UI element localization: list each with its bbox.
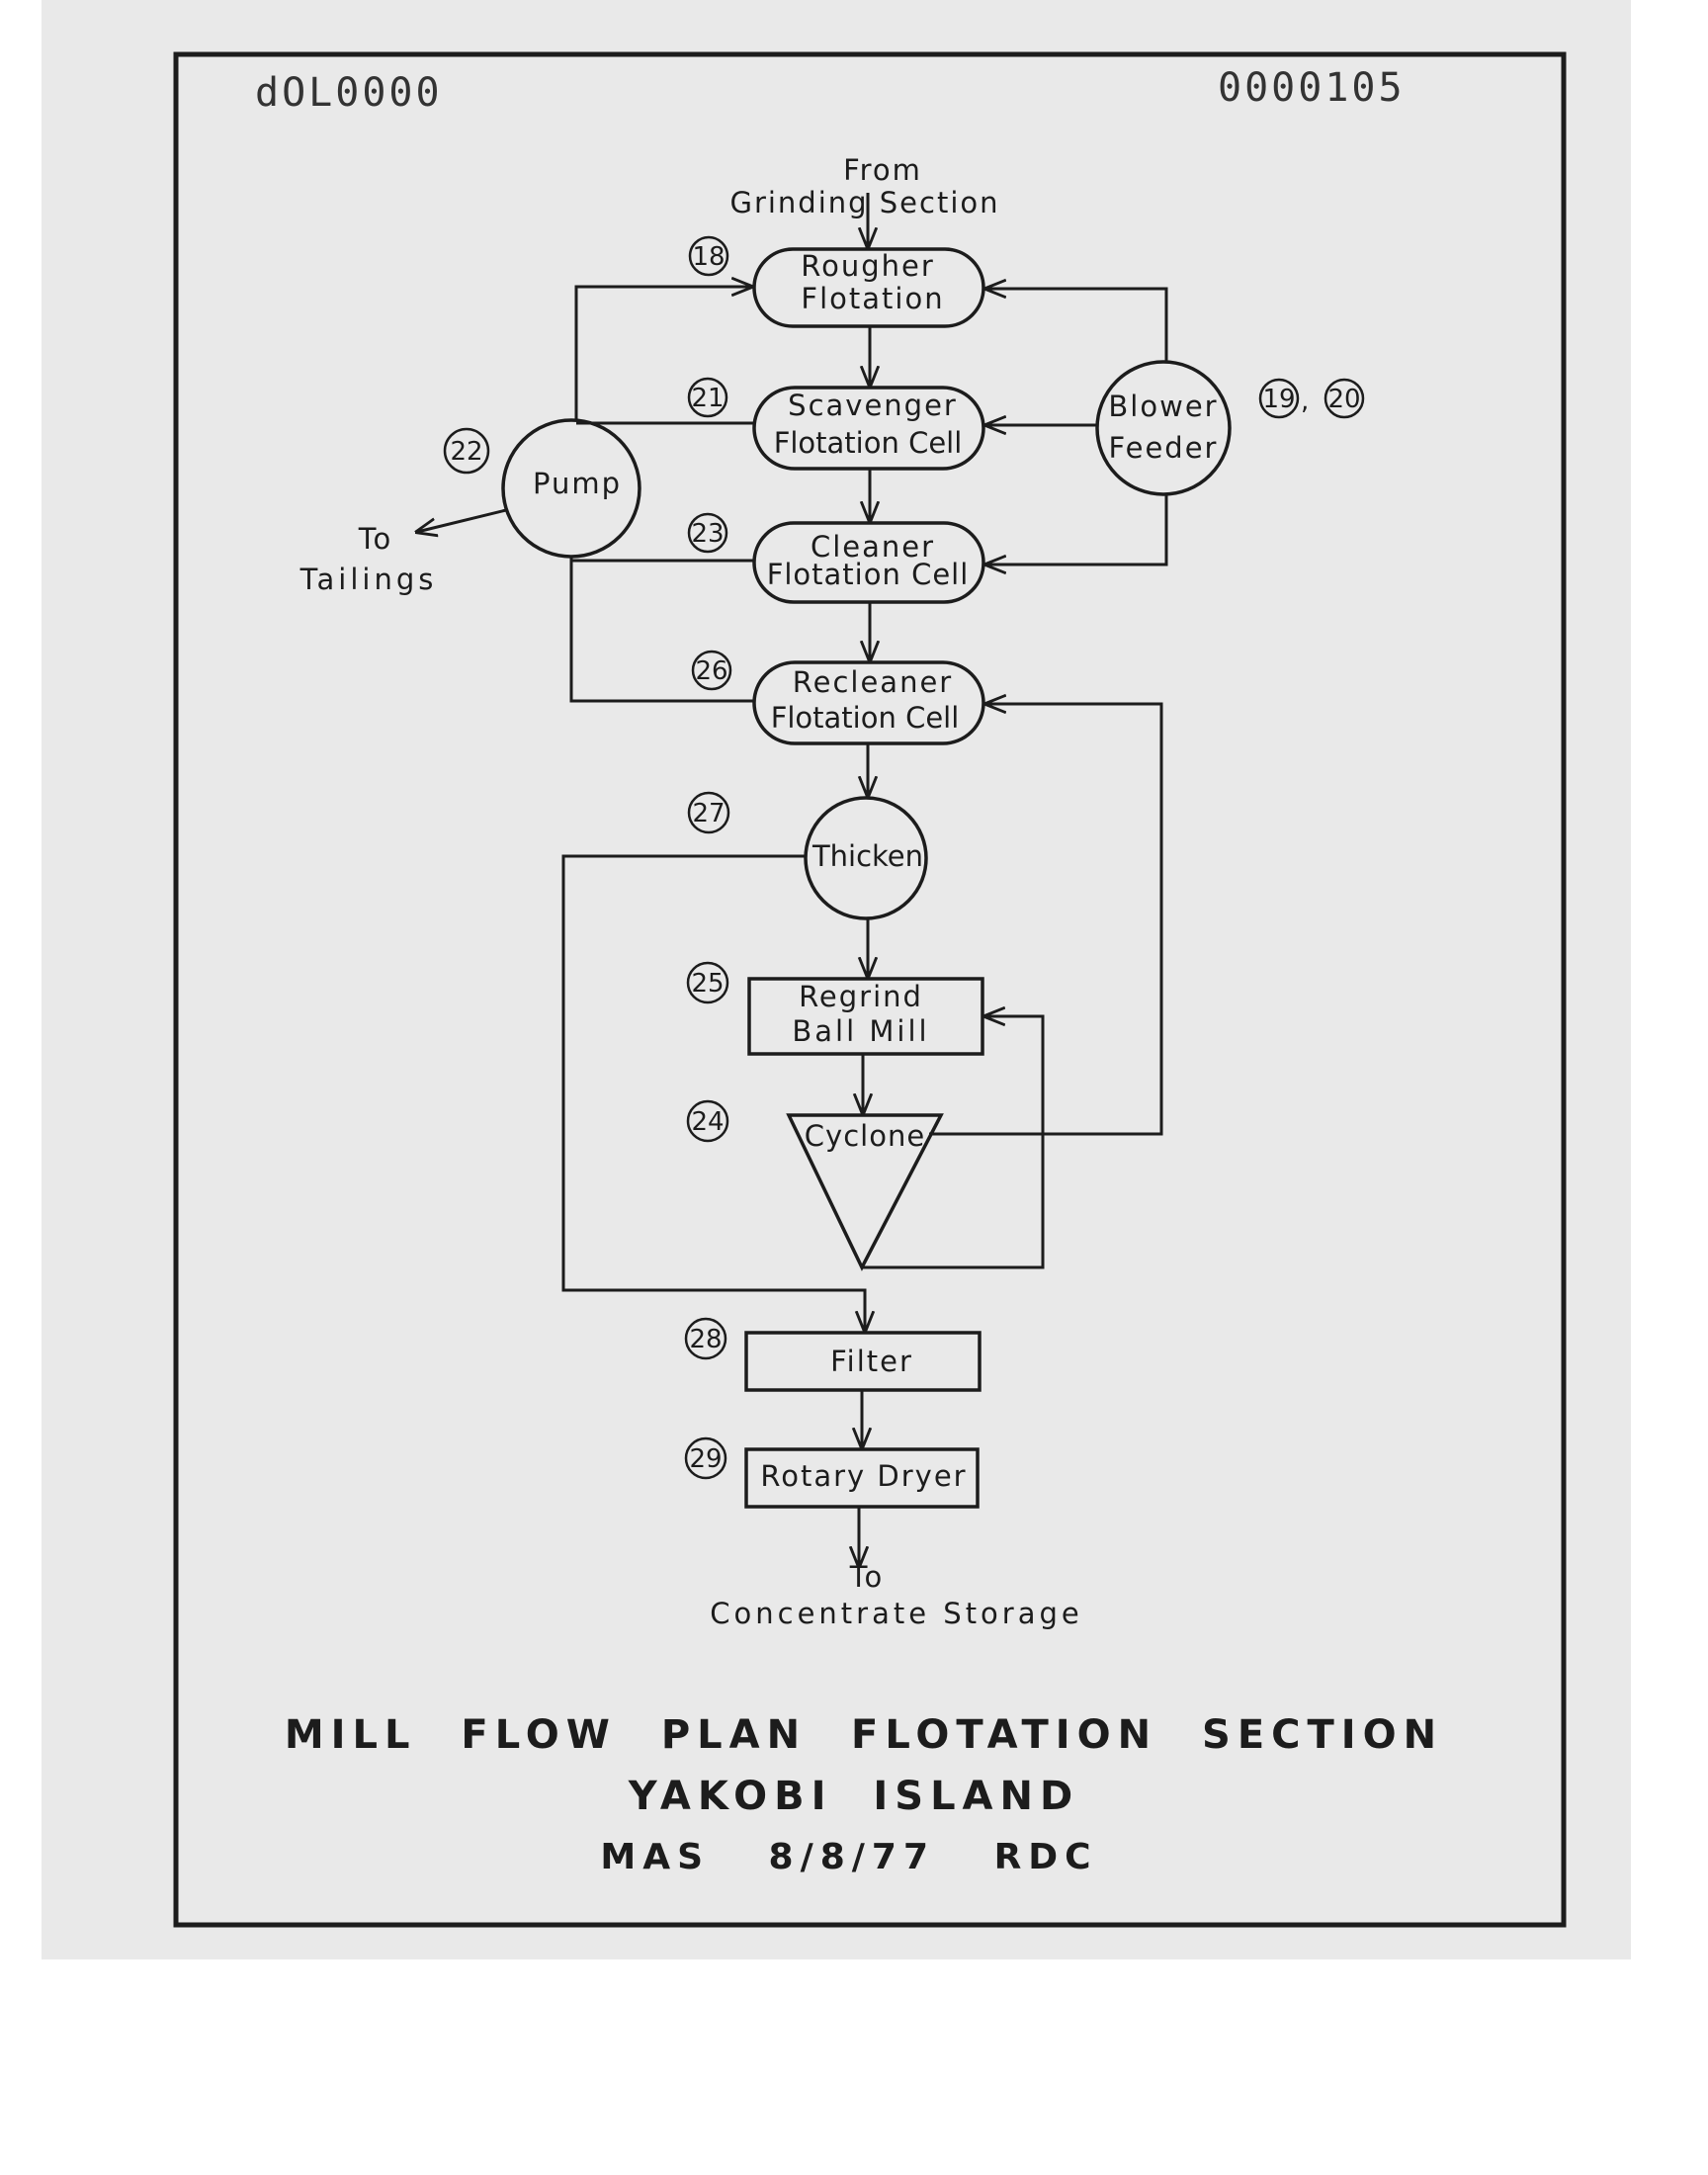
pump-label: Pump [533,467,622,500]
blower-number-b: 20 [1327,385,1360,414]
recleaner-number: 26 [695,656,727,686]
cyclone-number: 24 [691,1107,724,1137]
tailings-label-line2: Tailings [299,563,438,596]
thicken-to-filter-line [561,854,865,1331]
dryer-label: Rotary Dryer [760,1459,967,1493]
cleaner-label-line1: Cleaner [811,530,935,564]
scavenger-label-line2: Flotation Cell [774,426,963,460]
dryer-number: 29 [689,1444,722,1474]
filter-number-badge [684,1317,727,1360]
rougher-number-badge [688,235,729,277]
from-label-line1: From [843,153,922,187]
pump-number-badge [443,427,490,475]
regrind-number: 25 [691,969,724,999]
scavenger-number: 21 [691,384,724,413]
left-code: dOL0000 [255,70,443,116]
pump-recleaner-line [569,557,754,703]
blower-number-badge-a [1258,378,1300,419]
scavenger-label-line1: Scavenger [788,389,958,422]
drawing-border [173,51,1567,1928]
cleaner-number: 23 [691,519,724,549]
scavenger-number-badge [687,377,728,418]
cyclone-overflow-to-recleaner [929,704,1163,1136]
regrind-label-line1: Regrind [799,980,923,1013]
cyclone-number-badge [686,1099,729,1143]
recleaner-number-badge [691,650,732,691]
from-label-line2: Grinding Section [729,186,999,219]
blower-to-cleaner-line [986,494,1168,565]
regrind-label-line2: Ball Mill [792,1014,929,1048]
storage-label-line2: Concentrate Storage [710,1597,1083,1630]
cyclone-underflow-to-regrind [862,1016,1045,1269]
blower-to-rougher-line [986,289,1168,362]
thicken-number-badge [687,791,730,834]
filter-label: Filter [830,1345,913,1378]
blower-number-badge-b [1324,378,1365,419]
blower-label-line2: Feeder [1109,431,1219,465]
regrind-number-badge [686,961,729,1004]
rougher-label-line2: Flotation [801,282,944,315]
title-line3: MAS 8/8/77 RDC [600,1837,1097,1877]
pump-to-rougher-line [574,287,751,420]
storage-label-line1: To [849,1560,885,1594]
thicken-label: Thicken [811,839,923,873]
title-line2: YAKOBI ISLAND [628,1774,1079,1819]
rougher-label-line1: Rougher [801,249,935,283]
tailings-arrow [417,508,507,532]
cleaner-label-line2: Flotation Cell [767,558,970,591]
recleaner-label-line1: Recleaner [793,665,953,699]
filter-number: 28 [689,1325,722,1354]
blower-label-line1: Blower [1108,390,1218,423]
right-code: 0000105 [1218,65,1406,111]
pump-number: 22 [450,437,482,467]
blower-number-a: 19 [1262,385,1295,414]
cyclone-label: Cyclone [805,1119,925,1153]
thicken-number: 27 [692,799,725,828]
rougher-number: 18 [692,242,725,272]
tailings-label-line1: To [358,522,393,556]
dryer-number-badge [684,1436,727,1480]
recleaner-label-line2: Flotation Cell [771,701,960,735]
blower-number-separator: , [1301,387,1309,416]
cleaner-number-badge [687,512,728,554]
blower-feeder [1095,360,1232,496]
title-line1: MILL FLOW PLAN FLOTATION SECTION [285,1712,1443,1758]
